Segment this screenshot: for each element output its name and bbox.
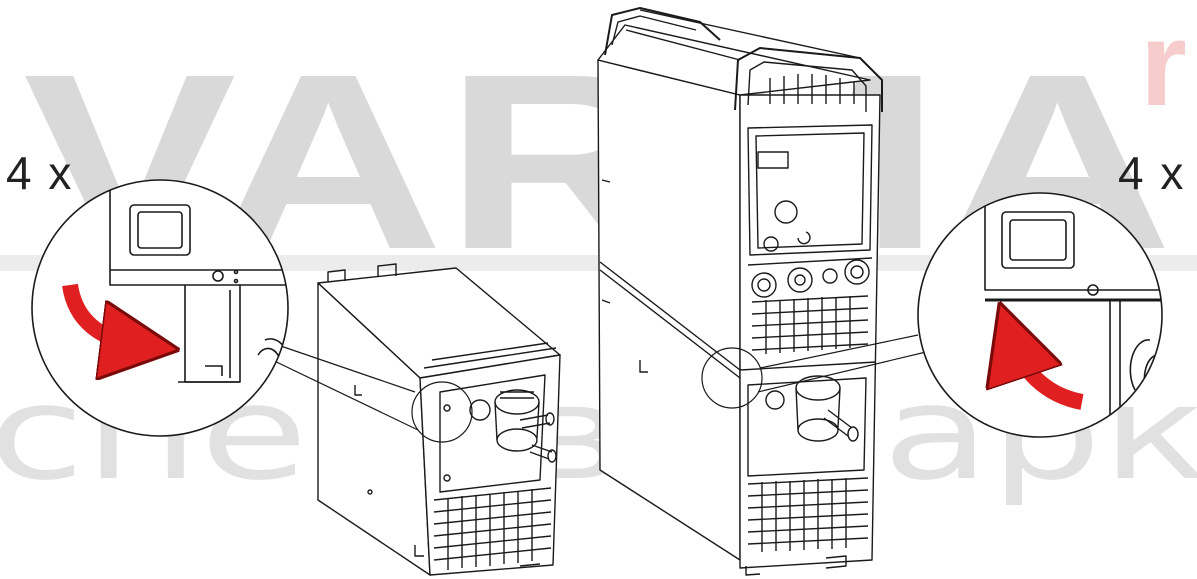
cooling-unit-illustration <box>317 263 561 576</box>
leader-lines <box>265 334 927 431</box>
arrow-icon <box>1012 340 1084 410</box>
detail-magnifier-left <box>31 179 289 437</box>
arrow-icon <box>62 283 140 345</box>
watermark-brand-suffix: r <box>1140 0 1187 131</box>
quantity-label-right: 4 x <box>1118 147 1186 199</box>
quantity-label-left: 4 x <box>6 147 74 199</box>
welding-machine-illustration <box>597 7 883 576</box>
detail-magnifier-right <box>917 192 1163 438</box>
